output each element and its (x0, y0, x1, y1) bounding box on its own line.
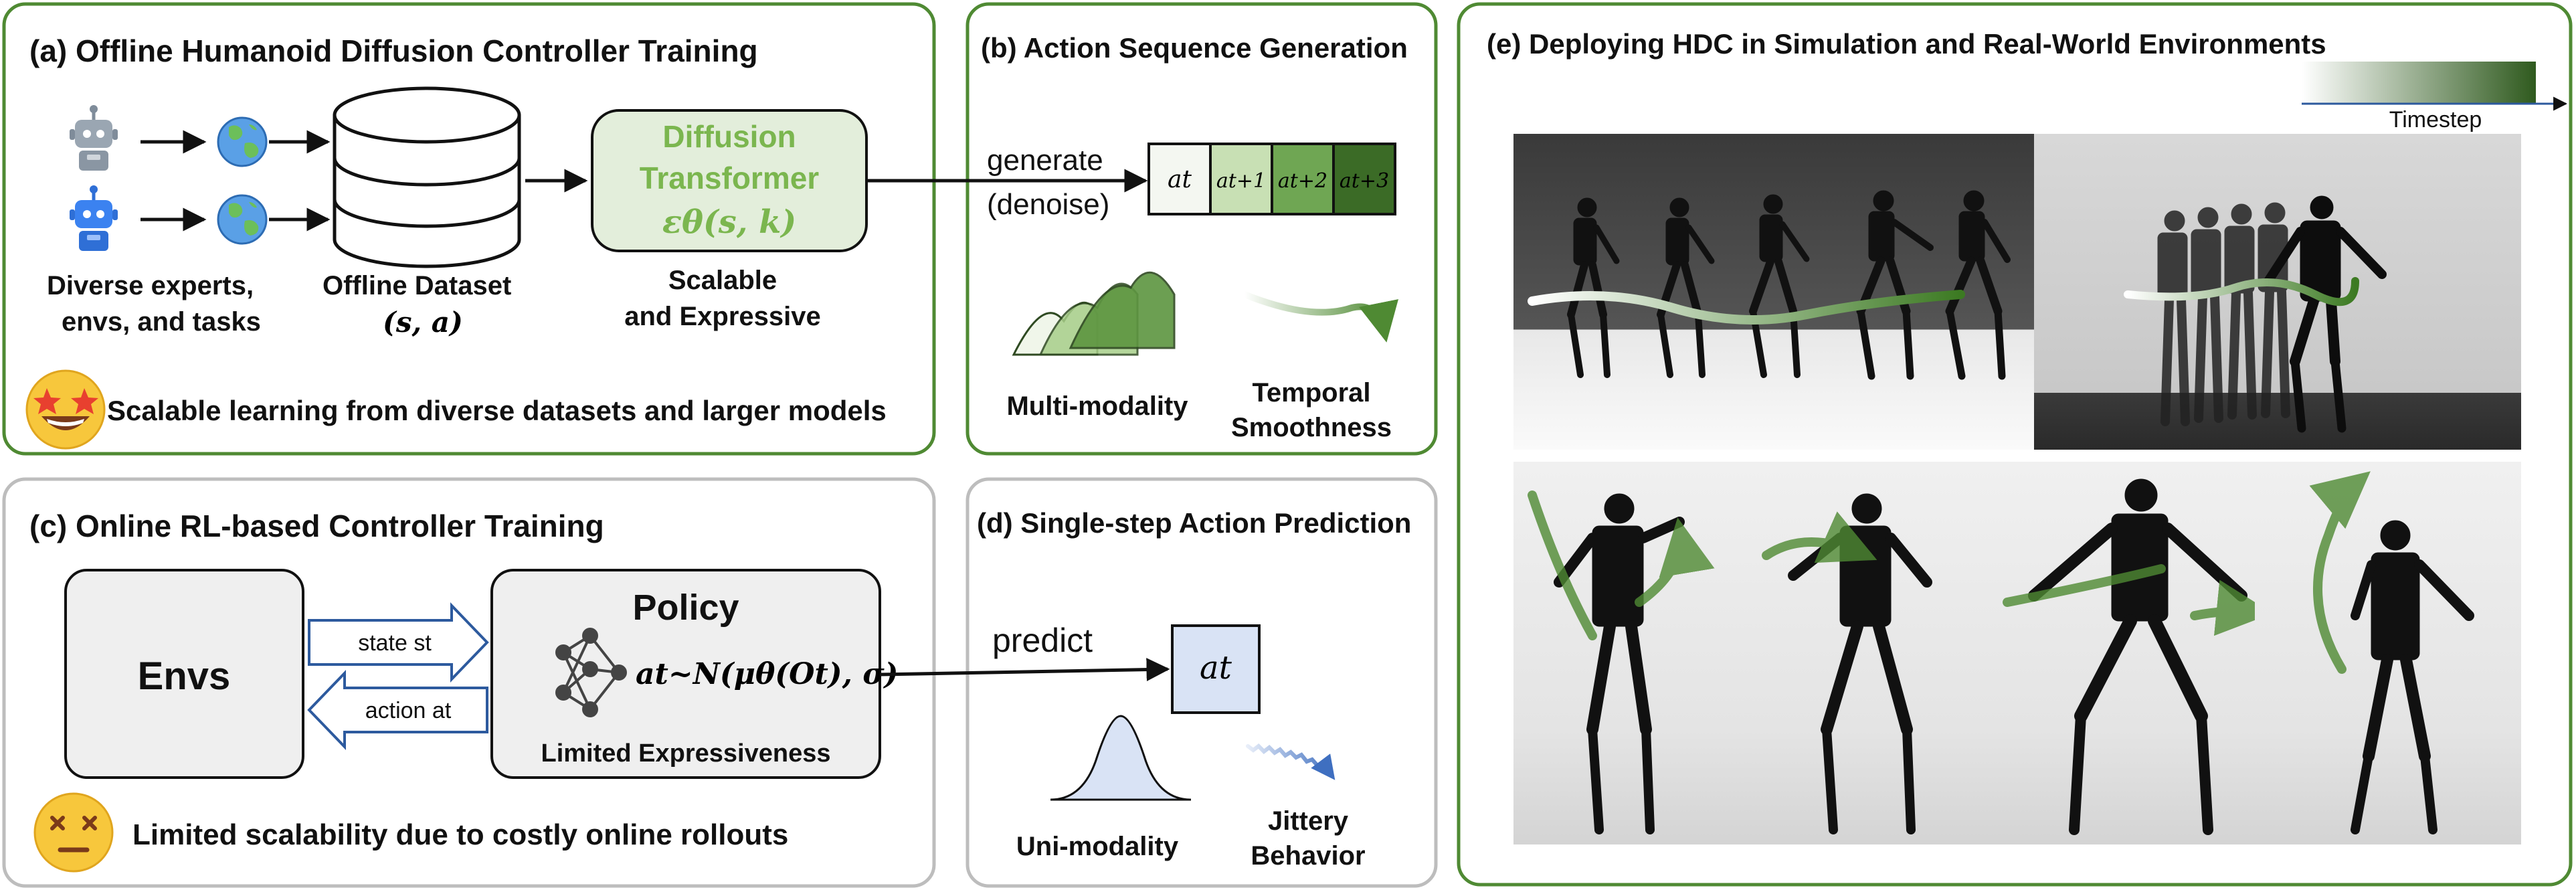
motion-arrow (2309, 471, 2371, 674)
sim-image-2 (2034, 134, 2521, 450)
robot-silhouette (1749, 194, 1810, 378)
jitter-curve-icon (1246, 743, 1336, 780)
panel-a-footer: Scalable learning from diverse datasets … (107, 395, 887, 426)
sim-image-1 (1513, 134, 2034, 450)
state-arrow (308, 602, 489, 683)
panel-b: (b) Action Sequence Generation generate … (866, 2, 1438, 456)
uni-modality-icon (1050, 715, 1192, 801)
globe-icon (217, 194, 268, 245)
multi-modality-icon (1012, 271, 1176, 356)
robot-silhouette (1657, 197, 1715, 378)
seq-cell-0 (1147, 143, 1212, 215)
action-sequence: at at+1 at+2 at+3 (1147, 143, 1396, 215)
experts-label-line2: envs, and tasks (62, 307, 261, 337)
timestep-gradient-bar (2302, 62, 2536, 103)
motion-arrow (2003, 569, 2262, 616)
dataset-label: Offline Dataset (323, 271, 511, 300)
panel-c: (c) Online RL-based Controller Training … (2, 477, 936, 888)
real-image-2 (1740, 462, 1974, 844)
seq-label-3: at+3 (1340, 169, 1389, 193)
real-image-3 (1974, 462, 2262, 844)
seq-cell-1 (1209, 143, 1273, 215)
jittery-label-line1: Jittery (1268, 806, 1349, 836)
dt-caption-line2: and Expressive (624, 302, 821, 331)
robot-silhouette (2264, 195, 2387, 433)
panel-d-title: (d) Single-step Action Prediction (977, 507, 1411, 539)
envs-box (64, 569, 304, 779)
globe-icon (217, 116, 268, 167)
neural-network-icon (555, 628, 627, 717)
panel-a-title: (a) Offline Humanoid Diffusion Controlle… (29, 33, 758, 68)
trajectory-trail (2124, 277, 2359, 306)
smooth-curve-icon (1241, 291, 1398, 343)
experts-label-line1: Diverse experts, (47, 271, 254, 300)
panel-c-footer: Limited scalability due to costly online… (132, 818, 788, 851)
robot-silhouette (1567, 197, 1620, 378)
denoise-label: (denoise) (987, 188, 1109, 221)
star-eyes-emoji-icon (25, 369, 106, 450)
dt-caption-line1: Scalable (668, 266, 777, 295)
panel-b-title: (b) Action Sequence Generation (981, 32, 1408, 64)
state-label: state st (358, 630, 432, 656)
action-arrow (307, 670, 488, 750)
panel-c-title: (c) Online RL-based Controller Training (29, 509, 604, 543)
seq-label-1: at+1 (1216, 169, 1266, 193)
motion-arrow (1528, 495, 1680, 640)
robot-silhouette (1945, 190, 2011, 380)
dt-math: εθ(s, k) (662, 203, 796, 241)
envs-label: Envs (138, 654, 231, 698)
panel-a: (a) Offline Humanoid Diffusion Controlle… (2, 2, 936, 456)
temporal-label-line2: Smoothness (1231, 413, 1392, 442)
trajectory-trail (1528, 290, 1965, 325)
temporal-label-line1: Temporal (1252, 378, 1370, 408)
dt-label-line1: Diffusion (662, 119, 796, 154)
panel-d: (d) Single-step Action Prediction predic… (879, 477, 1438, 888)
action-label: action at (365, 698, 452, 723)
uni-modality-label: Uni-modality (1016, 832, 1179, 861)
timestep-label: Timestep (2389, 107, 2482, 132)
motion-arrow (1762, 511, 1877, 563)
jittery-label-line2: Behavior (1251, 841, 1365, 871)
dizzy-face-emoji-icon (33, 792, 114, 873)
real-image-1 (1513, 462, 1740, 844)
dataset-math: (s, a) (383, 306, 463, 339)
robot-blue-icon (70, 185, 118, 251)
multi-modality-label: Multi-modality (1006, 391, 1188, 421)
seq-label-0: at (1168, 166, 1192, 193)
real-image-4 (2255, 462, 2521, 844)
single-action-box (1171, 624, 1261, 714)
seq-cell-2 (1271, 143, 1335, 215)
generate-label: generate (987, 144, 1103, 177)
robot-gray-icon (70, 105, 118, 171)
panel-e-title: (e) Deploying HDC in Simulation and Real… (1487, 28, 2326, 60)
limited-expressiveness-label: Limited Expressiveness (541, 739, 831, 768)
predict-label: predict (992, 622, 1093, 659)
database-icon (333, 86, 521, 268)
panel-e: (e) Deploying HDC in Simulation and Real… (1457, 2, 2573, 887)
dt-label-line2: Transformer (640, 161, 820, 195)
seq-label-2: at+2 (1278, 169, 1327, 193)
single-action-label: at (1200, 649, 1232, 687)
arrow-policy-predict (879, 658, 1170, 682)
seq-cell-3 (1332, 143, 1396, 215)
policy-math: at~N(μθ(Ot), σ) (636, 657, 898, 691)
policy-label: Policy (632, 588, 739, 628)
